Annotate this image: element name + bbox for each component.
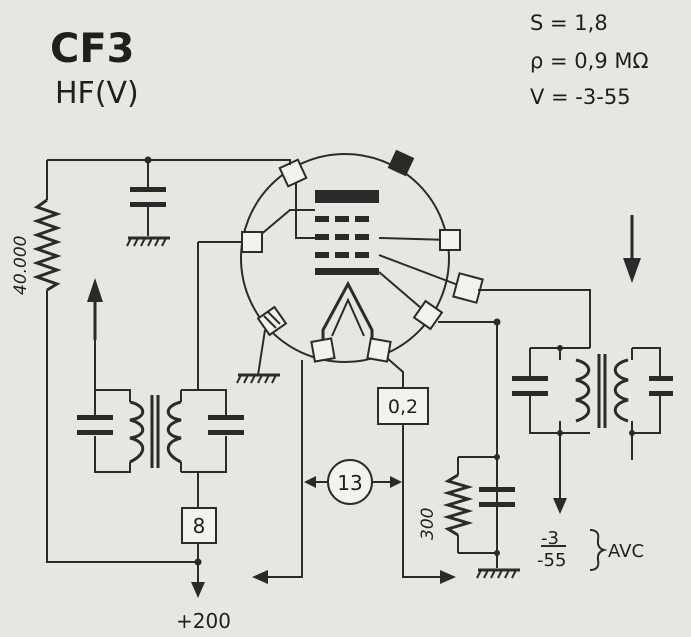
supply-arrow — [191, 582, 205, 598]
pin-top-left — [278, 158, 308, 188]
ground-top-hatch — [126, 237, 167, 247]
left-output-arrow — [87, 278, 103, 302]
heater-arrow-right — [440, 570, 456, 584]
pin-bottom-2 — [366, 337, 392, 363]
avc-arrow — [553, 498, 567, 514]
heater-wire-left — [262, 360, 303, 578]
cathode-cap-plate-1 — [479, 487, 515, 492]
cathode-wire — [438, 321, 498, 568]
cathode-electrode — [315, 268, 379, 275]
cathode-lead — [378, 271, 429, 315]
left-secondary-cap-plate-2 — [208, 430, 244, 435]
heater-wire-right-top — [386, 357, 404, 388]
heater-filament — [321, 280, 374, 343]
heater-filament-inner — [331, 297, 365, 337]
pin-circle-label: 13 — [337, 471, 362, 495]
avc-bottom-label: -55 — [537, 550, 566, 571]
avc-top-label: -3 — [541, 528, 559, 549]
input-arrow-head — [623, 258, 641, 283]
left-primary-wires — [94, 300, 131, 473]
ground-mid-hatch — [236, 374, 277, 384]
right-primary-coil — [575, 358, 591, 423]
left-primary-coil — [129, 400, 145, 464]
right-primary-cap-plate-2 — [512, 391, 548, 396]
grid-electrode-2 — [315, 234, 369, 240]
decoupling-cap-plate-2 — [130, 202, 166, 207]
right-transformer-core — [597, 354, 607, 428]
spec-resistance: ρ = 0,9 MΩ — [530, 49, 649, 73]
coil-box — [181, 507, 217, 544]
left-transformer-core — [150, 395, 160, 468]
tube-function: HF(V) — [55, 76, 139, 111]
pin-left — [241, 231, 263, 253]
right-secondary-cap-plate-2 — [649, 391, 673, 396]
left-secondary-cap-wires — [181, 389, 227, 473]
pin-right-lower — [452, 272, 484, 304]
anode-plate — [315, 190, 379, 203]
tube-envelope — [240, 153, 450, 363]
pin-top-right — [387, 149, 415, 177]
heater-wire-right — [402, 424, 446, 578]
hatched-pin-lead — [257, 329, 266, 376]
g-lead-right — [378, 237, 451, 241]
junction-cathode — [493, 318, 501, 326]
junction-rp-top — [557, 345, 563, 351]
resistor-40000-leads — [46, 160, 198, 563]
pin-circle-arrow-left — [304, 476, 316, 488]
grid-electrode-3 — [315, 252, 369, 258]
resistor-40000 — [32, 198, 62, 292]
left-secondary-cap-plate-1 — [208, 415, 244, 420]
right-secondary-coil — [613, 358, 629, 423]
left-primary-cap-plate-2 — [77, 430, 113, 435]
coil-box-label: 8 — [193, 514, 206, 538]
pin-hatch — [263, 311, 281, 329]
junction-supply — [194, 558, 202, 566]
pin-bottom-right — [412, 299, 444, 331]
cathode-cap-plate-2 — [479, 502, 515, 507]
pin-bottom-left-hatched — [256, 305, 288, 337]
g-lead-left — [251, 209, 315, 243]
anode-top-wire — [47, 159, 291, 165]
resistor-300-label: 300 — [418, 508, 438, 540]
grid-electrode-1 — [315, 216, 369, 222]
pin-bottom-1 — [310, 337, 336, 363]
pin-circle — [327, 459, 373, 505]
spec-slope: S = 1,8 — [530, 11, 608, 35]
junction-cathode-net-top — [494, 454, 500, 460]
right-secondary-wires — [631, 347, 661, 434]
heater-box-label: 0,2 — [388, 396, 418, 418]
left-primary-cap-plate-1 — [77, 415, 113, 420]
g2-lead-right — [378, 254, 467, 289]
spec-bias: V = -3-55 — [530, 85, 631, 109]
resistor-300 — [442, 473, 474, 537]
tube-type: CF3 — [50, 26, 135, 72]
resistor-40000-label: 40.000 — [11, 236, 31, 295]
avc-label: AVC — [608, 541, 644, 562]
right-primary-cap-plate-1 — [512, 376, 548, 381]
left-secondary-coil — [166, 400, 182, 464]
supply-label: +200 — [176, 609, 231, 633]
right-secondary-cap-plate-1 — [649, 376, 673, 381]
pin-circle-arrow-right — [390, 476, 402, 488]
decoupling-cap-plate-1 — [130, 187, 166, 192]
heater-arrow-left — [252, 570, 268, 584]
avc-brace — [589, 529, 608, 571]
junction-rs-bottom — [629, 430, 635, 436]
grid-input-wire — [478, 289, 591, 348]
ground-bottom-hatch — [476, 569, 517, 579]
grid-lead — [295, 175, 315, 239]
junction-cathode-net-bottom — [494, 550, 500, 556]
pin-right — [439, 229, 461, 251]
